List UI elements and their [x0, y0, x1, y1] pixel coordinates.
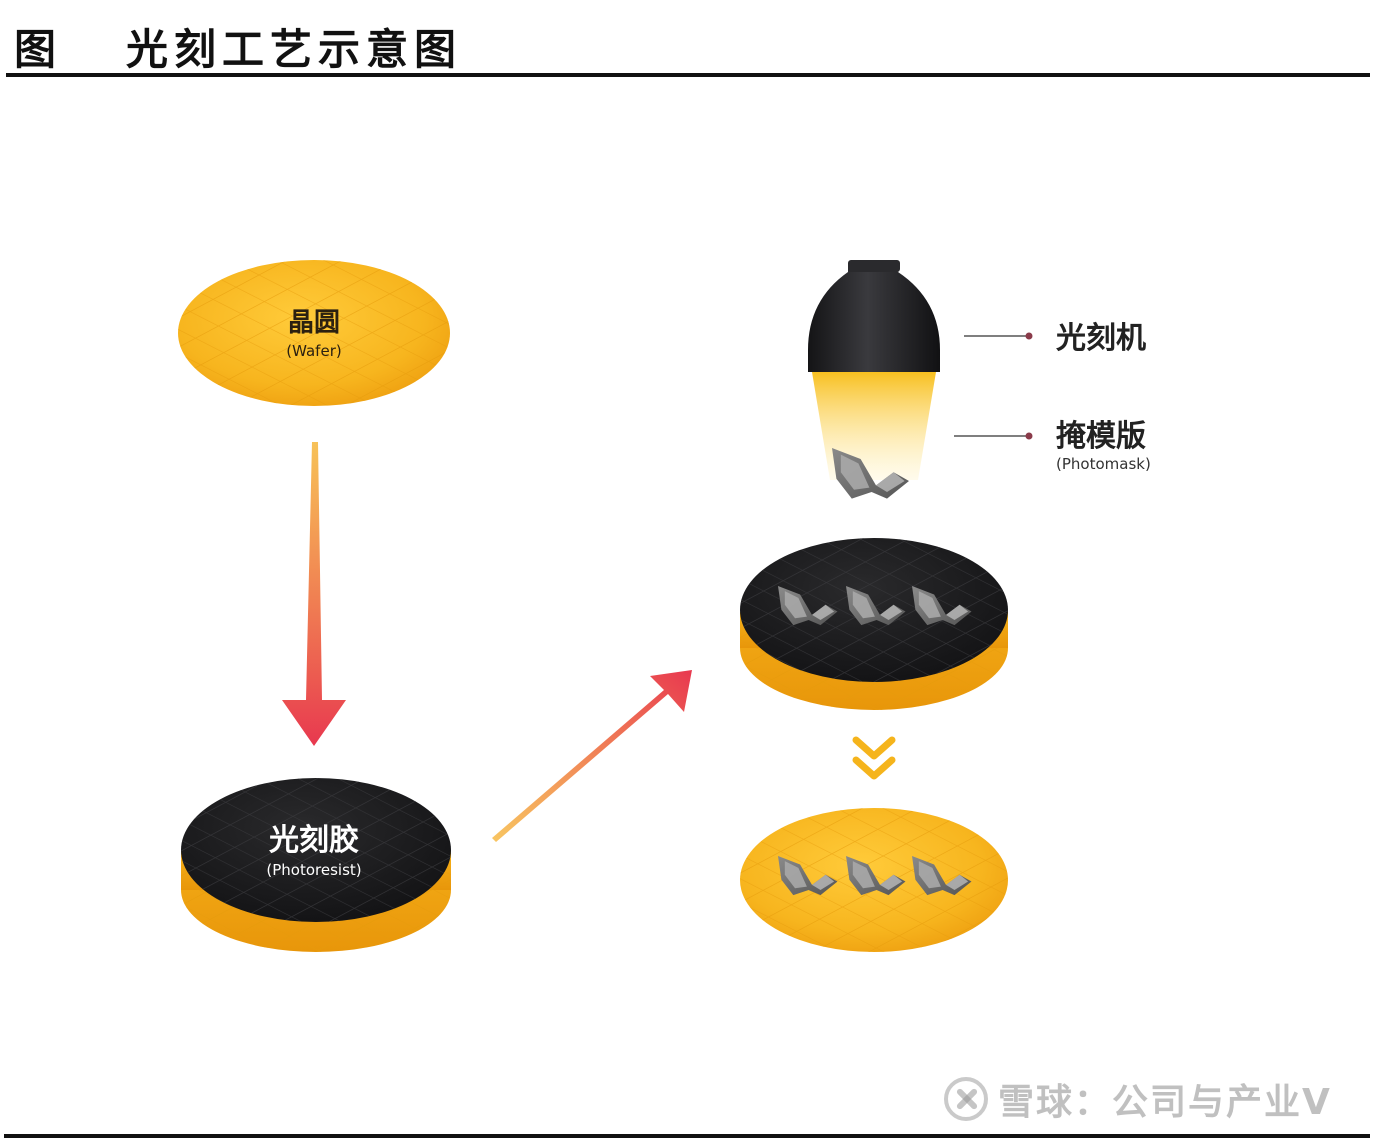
callout-dot-machine — [1025, 332, 1033, 340]
bottom-rule — [4, 1134, 1370, 1138]
watermark-text: 雪球：公司与产业V — [998, 1082, 1332, 1123]
photoresist-label: 光刻胶 — [269, 823, 359, 858]
figure-title: 光刻工艺示意图 — [126, 25, 463, 74]
callout-dot-mask — [1025, 432, 1033, 440]
photoresist-sublabel: (Photoresist) — [266, 861, 361, 879]
double-chevron-down-icon — [852, 736, 896, 780]
figure-prefix: 图 — [14, 25, 59, 74]
wafer-label: 晶圆 — [288, 308, 340, 338]
photomask-sublabel: (Photomask) — [1056, 455, 1151, 473]
watermark: 雪球：公司与产业V — [944, 1072, 1332, 1126]
arrow-photoresist-to-exposure — [492, 670, 692, 842]
wafer-sublabel: (Wafer) — [286, 342, 341, 360]
title-bar: 图 光刻工艺示意图 — [8, 8, 1370, 78]
exposed-wafer-disc — [740, 538, 1008, 710]
arrow-wafer-to-photoresist — [282, 442, 346, 746]
lithography-machine-label: 光刻机 — [1056, 321, 1146, 356]
wafer-disc — [178, 260, 450, 406]
photoresist-disc — [181, 778, 451, 952]
lithography-machine-icon — [808, 260, 940, 480]
top-rule — [6, 73, 1370, 77]
snowball-logo-icon — [944, 1077, 988, 1121]
photomask-label: 掩模版 — [1056, 419, 1146, 454]
